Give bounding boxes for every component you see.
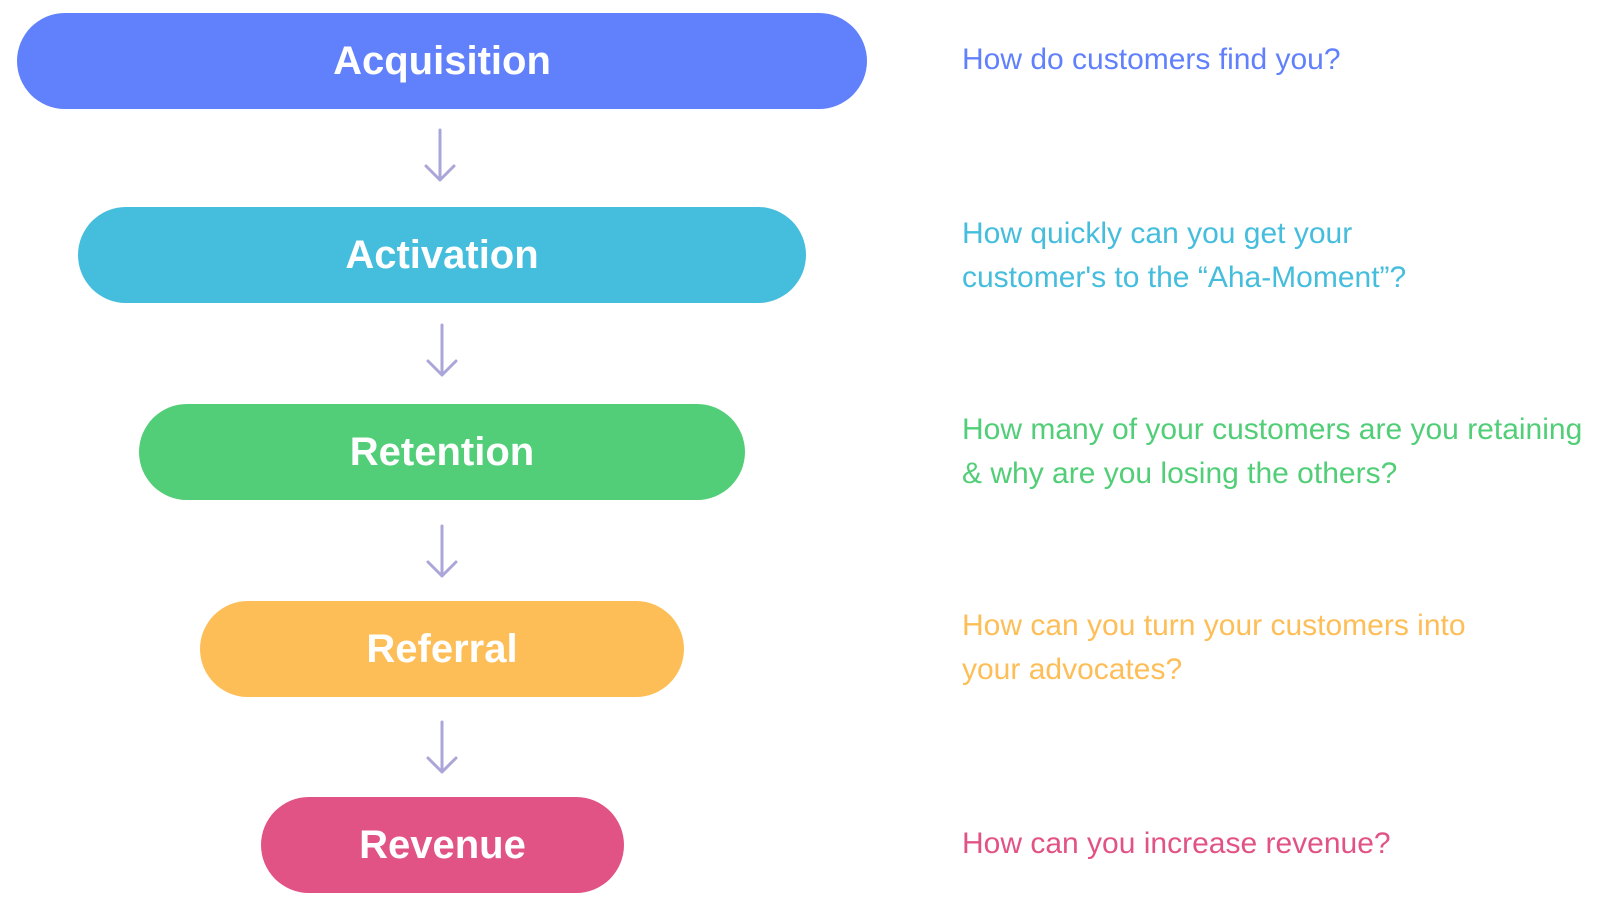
question-revenue: How can you increase revenue? [962,827,1391,860]
stage-label: Retention [349,429,535,474]
stage-label: Acquisition [333,38,551,83]
stage-revenue: Revenue [261,797,624,893]
stage-label: Activation [345,232,539,277]
arrow-down-icon [426,720,458,774]
arrow-down-icon [426,323,458,377]
stage-activation: Activation [78,207,806,303]
question-activation: How quickly can you get your customer's … [962,217,1407,294]
stage-label: Referral [366,626,518,671]
question-retention: How many of your customers are you retai… [962,413,1583,490]
question-referral: How can you turn your customers into you… [962,609,1466,686]
stage-retention: Retention [139,404,745,500]
stage-acquisition: Acquisition [17,13,867,109]
stage-referral: Referral [200,601,684,697]
arrow-down-icon [424,128,456,182]
arrow-down-icon [426,524,458,578]
stage-label: Revenue [359,822,526,867]
question-acquisition: How do customers find you? [962,43,1341,76]
